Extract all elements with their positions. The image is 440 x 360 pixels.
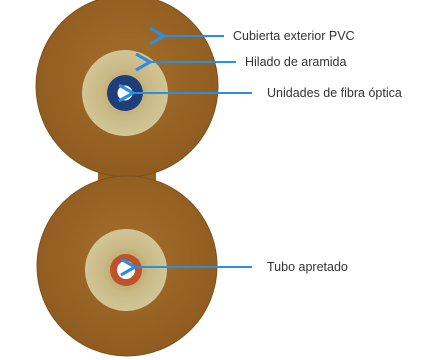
label-fiber-units: Unidades de fibra óptica <box>267 86 402 100</box>
label-tight-buffer: Tubo apretado <box>267 260 348 274</box>
label-outer-jacket: Cubierta exterior PVC <box>233 29 355 43</box>
fiber-core-bottom <box>117 261 135 279</box>
bottom-fiber-unit <box>85 229 167 311</box>
fiber-core-top <box>117 85 133 101</box>
label-aramid-yarn: Hilado de aramida <box>245 55 346 69</box>
leader-lines <box>118 26 252 277</box>
